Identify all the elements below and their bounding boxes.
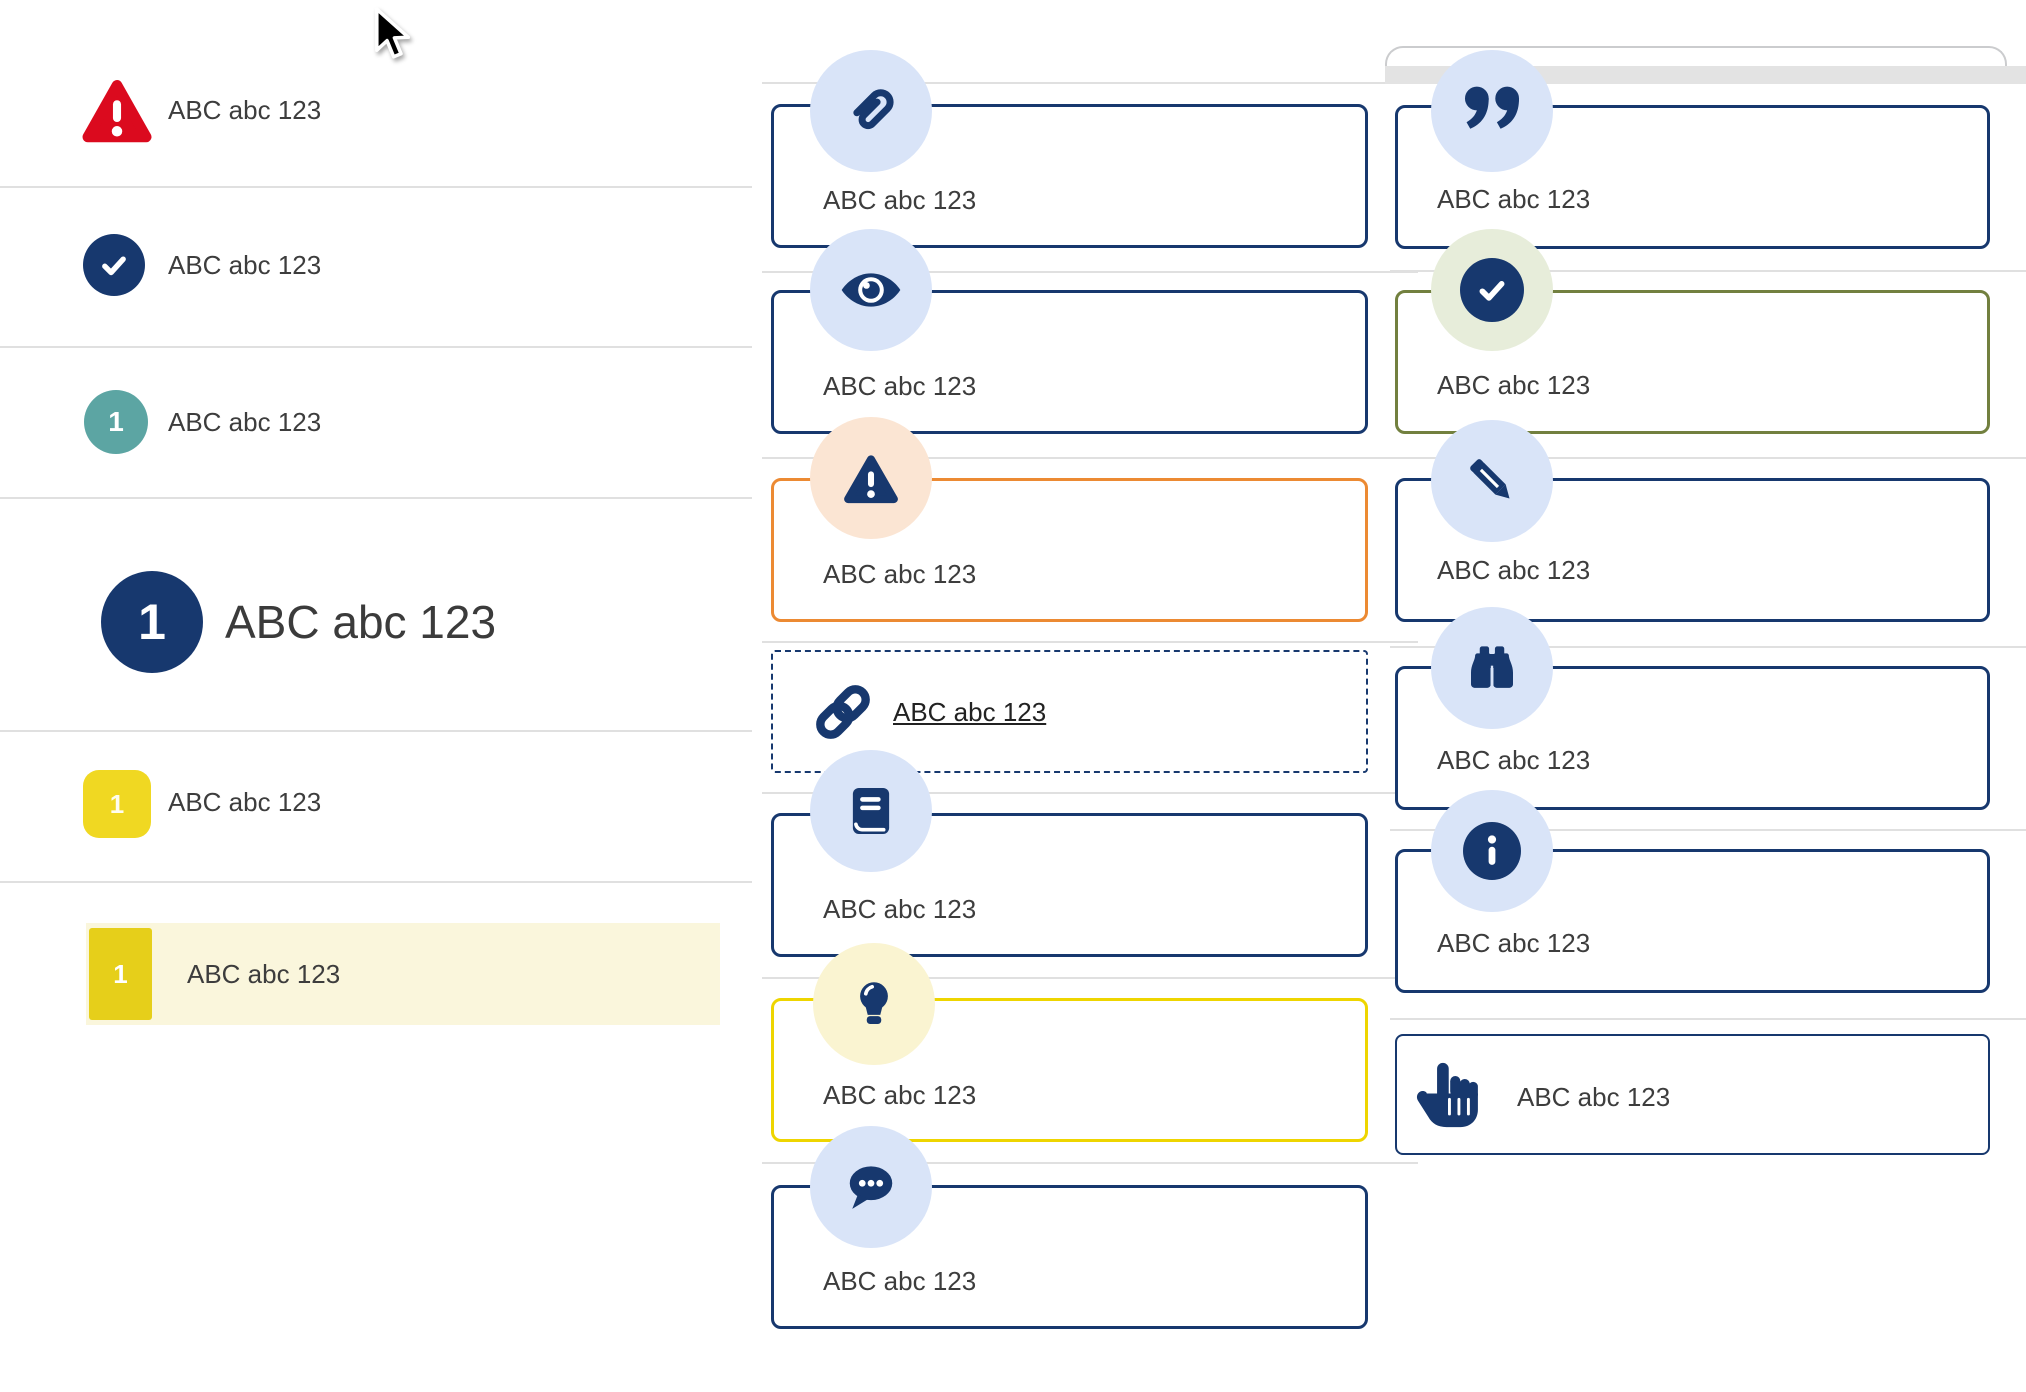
callout-action [1395,1034,1990,1155]
alert-triangle-icon [80,74,154,146]
divider [1390,1018,2026,1020]
list-item-label: ABC abc 123 [168,95,322,125]
divider [0,497,752,499]
link-icon [812,681,874,743]
divider [1390,646,2026,648]
divider [762,457,1418,459]
list-item-label: ABC abc 123 [168,250,322,280]
divider [0,346,752,348]
callout-label: ABC abc 123 [1437,184,1591,214]
book-icon [810,750,932,872]
check-circle-icon [83,234,145,296]
divider [762,977,1418,979]
binoculars-icon [1431,607,1553,729]
warning-triangle-icon [810,417,932,539]
callout-label: ABC abc 123 [823,559,977,589]
list-item-label: ABC abc 123 [187,959,341,989]
eye-icon [810,229,932,351]
number-badge-navy-large: 1 [101,571,203,673]
divider [762,271,1418,273]
divider [762,82,1418,84]
divider [1390,270,2026,272]
callout-label: ABC abc 123 [823,371,977,401]
callout-label: ABC abc 123 [1517,1082,1671,1112]
divider [762,792,1418,794]
lightbulb-icon [813,943,935,1065]
divider [762,1162,1418,1164]
quote-icon [1431,50,1553,172]
divider [0,186,752,188]
list-item-label: ABC abc 123 [168,787,322,817]
divider [762,641,1418,643]
list-item-label-large: ABC abc 123 [225,596,497,648]
divider [0,730,752,732]
number-badge-teal: 1 [84,390,148,454]
pencil-icon [1431,420,1553,542]
number-badge-yellow-bar: 1 [89,928,152,1020]
highlight-background [86,923,720,1025]
info-icon [1431,790,1553,912]
sheet-top-shadow [1385,66,2026,84]
callout-label: ABC abc 123 [823,1080,977,1110]
callout-label: ABC abc 123 [823,1266,977,1296]
callout-label: ABC abc 123 [1437,745,1591,775]
paperclip-icon [810,50,932,172]
callout-tip [771,998,1368,1142]
divider [1390,829,2026,831]
divider [1390,457,2026,459]
callout-link-text[interactable]: ABC abc 123 [893,697,1047,727]
hand-pointer-icon [1413,1059,1483,1131]
divider [0,881,752,883]
list-item-label: ABC abc 123 [168,407,322,437]
mouse-cursor [368,6,412,68]
callout-label: ABC abc 123 [1437,928,1591,958]
chat-icon [810,1126,932,1248]
callout-label: ABC abc 123 [1437,370,1591,400]
check-circle-icon [1431,229,1553,351]
callout-label: ABC abc 123 [823,894,977,924]
number-badge-yellow-rounded: 1 [83,770,151,838]
callout-label: ABC abc 123 [1437,555,1591,585]
callout-label: ABC abc 123 [823,185,977,215]
